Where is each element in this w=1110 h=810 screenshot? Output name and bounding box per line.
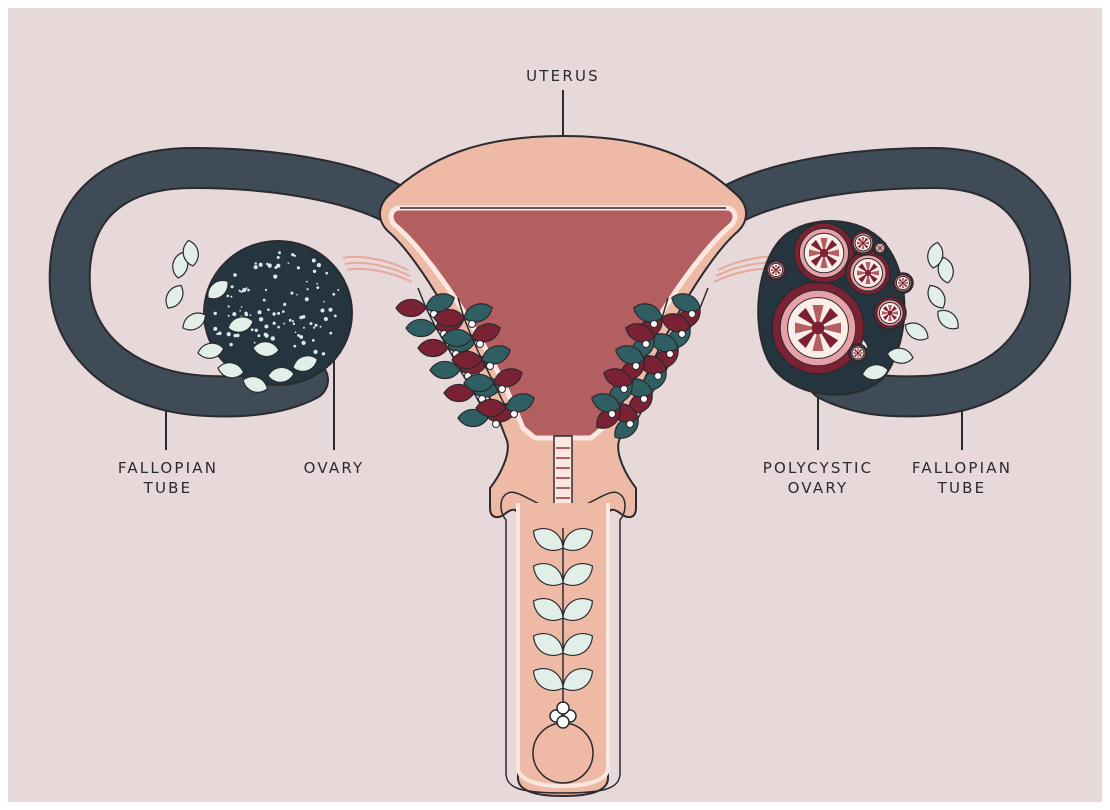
left-tube-label-line2: TUBE <box>103 478 233 498</box>
uterus <box>380 136 746 796</box>
left-fallopian-tube-label: FALLOPIAN TUBE <box>103 458 233 498</box>
polycystic-label-line2: OVARY <box>743 478 893 498</box>
right-tube-label-line2: TUBE <box>897 478 1027 498</box>
polycystic-label-line1: POLYCYSTIC <box>743 458 893 478</box>
uterus-label: UTERUS <box>513 66 613 86</box>
right-tube-label-line1: FALLOPIAN <box>897 458 1027 478</box>
reproductive-system-illustration <box>8 8 1102 802</box>
ovary-label: OVARY <box>289 458 379 478</box>
diagram-canvas: UTERUS FALLOPIAN TUBE OVARY POLYCYSTIC O… <box>8 8 1102 802</box>
polycystic-ovary-label: POLYCYSTIC OVARY <box>743 458 893 498</box>
left-tube-label-line1: FALLOPIAN <box>103 458 233 478</box>
polycystic-ovary <box>758 221 963 395</box>
right-fallopian-tube-label: FALLOPIAN TUBE <box>897 458 1027 498</box>
